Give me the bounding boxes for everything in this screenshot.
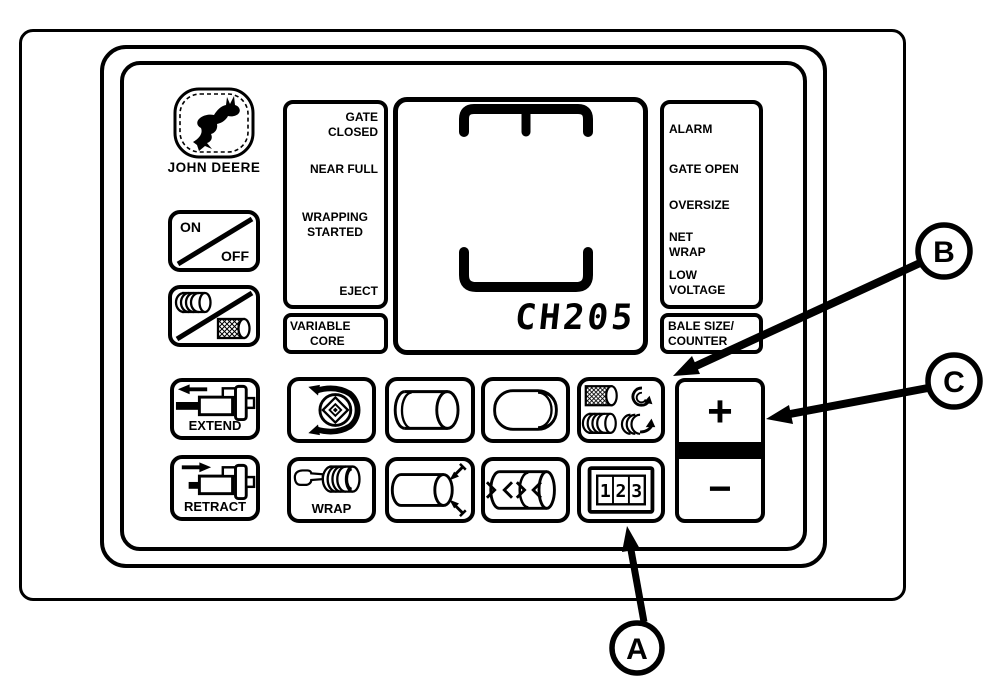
variable-core-line2: CORE	[310, 334, 345, 348]
callout-c-circle	[925, 352, 983, 410]
net-twine-wrap-count-button[interactable]	[577, 377, 665, 443]
leaping-deer-icon	[173, 87, 255, 159]
bale-end-left-icon	[493, 389, 558, 431]
bale-size-line2: COUNTER	[668, 334, 728, 348]
status-near-full: NEAR FULL	[310, 162, 378, 176]
digit-2: 2	[616, 481, 627, 502]
slash-icon	[176, 216, 254, 267]
twine-roll-icon	[174, 291, 212, 314]
core-wrap-icon	[308, 384, 361, 436]
retract-actuator-icon	[181, 462, 256, 501]
net-roll-icon	[216, 317, 251, 340]
power-on-label: ON	[180, 219, 201, 235]
callout-a-circle	[609, 620, 665, 676]
bale-shape-outline-icon	[459, 104, 593, 292]
bale-end-right-icon	[393, 390, 460, 430]
bale-counter-display-button[interactable]: 1 2 3	[577, 457, 665, 523]
bale-end-right-button[interactable]	[385, 377, 475, 443]
retract-label: RETRACT	[183, 499, 247, 514]
twine-roll-icon	[321, 465, 361, 493]
wrap-button[interactable]: WRAP	[287, 457, 376, 523]
minus-label: −	[708, 467, 732, 511]
twine-net-select-button[interactable]	[168, 285, 260, 347]
power-button[interactable]: ON OFF	[168, 210, 260, 272]
digit-3: 3	[631, 481, 642, 502]
brand-name: JOHN DEERE	[167, 160, 261, 175]
extend-label: EXTEND	[188, 418, 242, 433]
rocker-divider	[679, 442, 761, 459]
wrap-label: WRAP	[311, 501, 352, 516]
bale-size-line1: BALE SIZE/	[668, 319, 735, 333]
slash-icon	[175, 290, 254, 342]
digit-1: 1	[600, 481, 611, 502]
right-status-box: ALARM GATE OPEN OVERSIZE NET WRAP LOW VO…	[660, 100, 763, 309]
plus-label: +	[707, 387, 733, 436]
bale-end-left-button[interactable]	[481, 377, 570, 443]
bale-diameter-icon	[485, 470, 556, 510]
status-gate-closed: GATE CLOSED	[327, 110, 378, 139]
left-status-box: GATE CLOSED NEAR FULL WRAPPING STARTED E…	[283, 100, 388, 309]
extend-button[interactable]: EXTEND	[170, 378, 260, 440]
status-eject: EJECT	[339, 284, 378, 298]
callout-b-label: B	[933, 236, 955, 269]
variable-core-line1: VARIABLE	[290, 319, 351, 333]
variable-core-box: VARIABLE CORE	[283, 313, 388, 354]
extend-actuator-icon	[175, 384, 256, 422]
retract-button[interactable]: RETRACT	[170, 455, 260, 521]
power-off-label: OFF	[221, 248, 249, 264]
bale-size-adjust-button[interactable]	[385, 457, 475, 523]
rotate-arrow-icon	[631, 386, 653, 407]
net-roll-icon	[584, 385, 618, 407]
plus-minus-rocker: + −	[675, 378, 765, 523]
status-wrapping-started: WRAPPING STARTED	[302, 210, 368, 239]
lcd-display: CH205	[393, 97, 648, 355]
counter-display-icon: 1 2 3	[587, 466, 655, 514]
callout-c-label: C	[943, 366, 965, 399]
bale-diameter-button[interactable]	[481, 457, 570, 523]
bale-size-adjust-icon	[390, 463, 467, 517]
display-readout: CH205	[512, 298, 638, 338]
callout-a-label: A	[626, 633, 648, 666]
twine-roll-icon	[581, 412, 617, 434]
coil-arrow-icon	[620, 413, 656, 435]
status-oversize: OVERSIZE	[669, 198, 730, 212]
core-wrap-button[interactable]	[287, 377, 376, 443]
john-deere-logo: JOHN DEERE	[168, 86, 260, 182]
status-gate-open: GATE OPEN	[669, 162, 739, 176]
status-low-voltage: LOW VOLTAGE	[669, 268, 726, 297]
plus-button[interactable]: +	[679, 382, 761, 442]
minus-button[interactable]: −	[679, 459, 761, 519]
status-net-wrap: NET WRAP	[669, 230, 706, 259]
callout-b-circle	[915, 222, 973, 280]
bale-size-counter-box: BALE SIZE/ COUNTER	[660, 313, 763, 354]
glove-point-icon	[293, 469, 324, 487]
status-alarm: ALARM	[669, 122, 713, 136]
